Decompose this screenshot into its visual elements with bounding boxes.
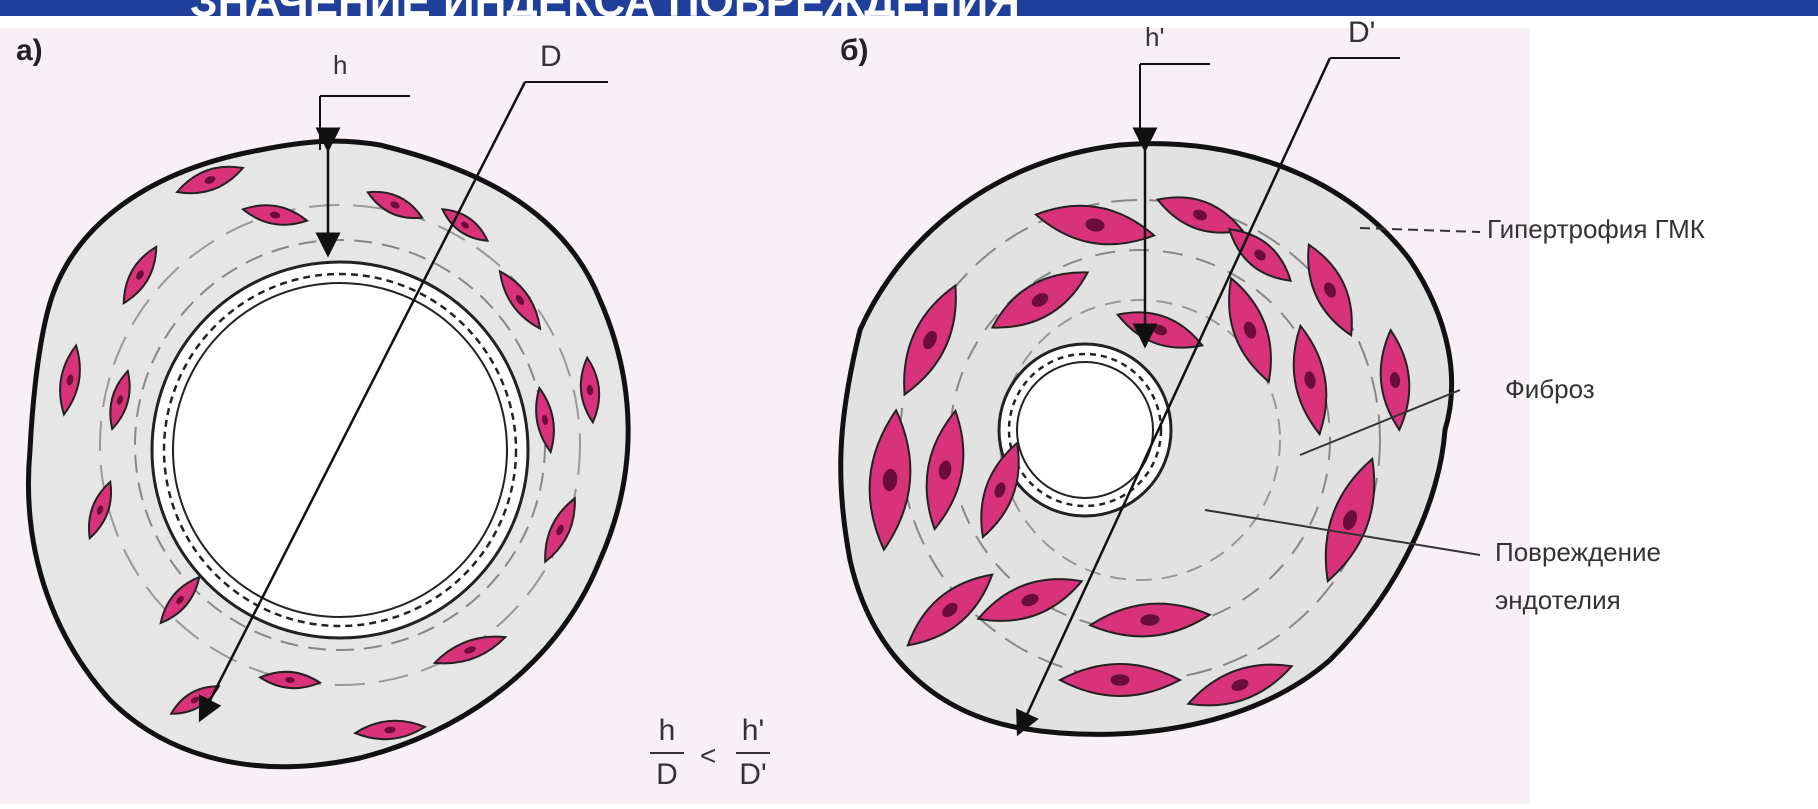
panel-label-a: а) xyxy=(16,34,43,68)
fraction-bar xyxy=(736,752,770,754)
endothelium-label-line2: эндотелия xyxy=(1495,585,1621,616)
fraction-numerator: h' xyxy=(742,716,764,746)
panel-label-b: б) xyxy=(840,34,869,68)
fraction-numerator: h xyxy=(659,716,676,746)
header-text-fragment: ЗНАЧЕНИЕ ИНДЕКСА ПОВРЕЖДЕНИЯ xyxy=(190,0,1020,26)
fraction-h-over-D: h D xyxy=(650,716,684,790)
fraction-h-prime-over-D-prime: h' D' xyxy=(736,716,770,790)
h-label: h xyxy=(333,50,347,81)
endothelium-label-line1: Повреждение xyxy=(1495,537,1661,568)
fibrosis-label: Фиброз xyxy=(1505,374,1595,405)
less-than-sign: < xyxy=(700,740,716,772)
D-prime-label: D' xyxy=(1348,16,1375,50)
fraction-bar xyxy=(650,752,684,754)
damaged-vessel-lumen xyxy=(1017,362,1153,498)
fraction-denominator: D' xyxy=(739,760,766,790)
fraction-denominator: D xyxy=(656,760,678,790)
hypertrophy-label: Гипертрофия ГМК xyxy=(1487,214,1705,245)
D-label: D xyxy=(540,40,562,74)
normal-vessel-lumen xyxy=(173,283,507,617)
h-prime-label: h' xyxy=(1145,22,1164,53)
